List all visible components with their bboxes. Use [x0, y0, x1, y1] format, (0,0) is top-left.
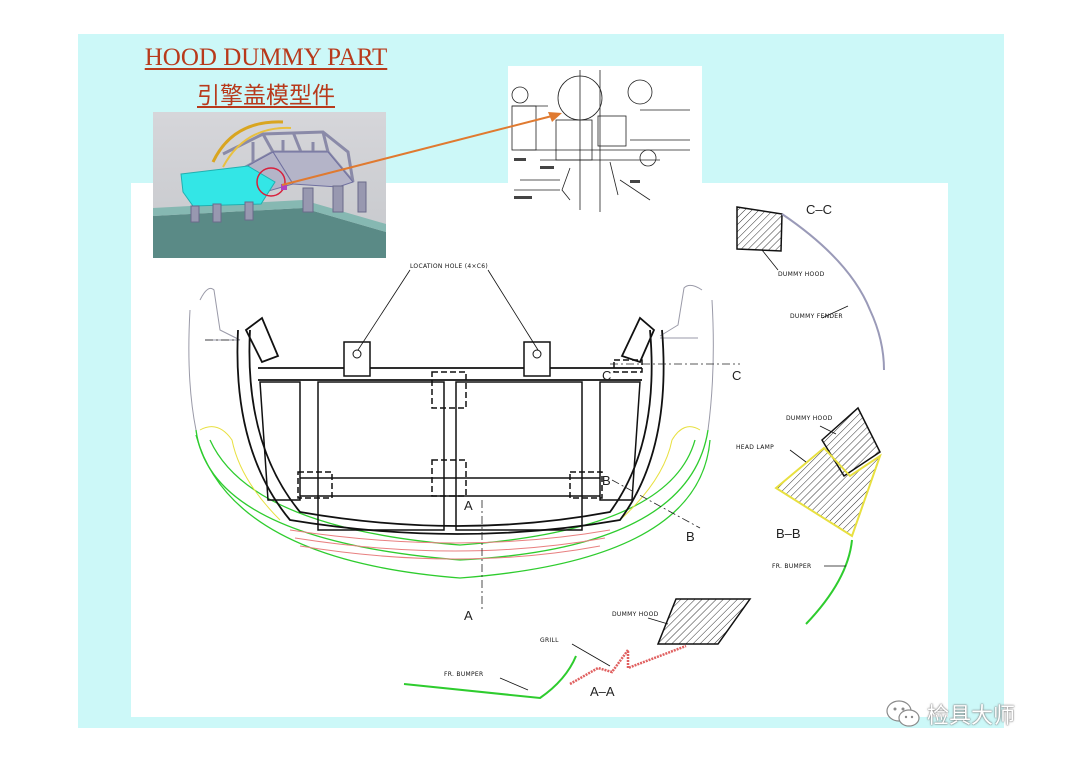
location-hole-label: LOCATION HOLE (4×C6) — [410, 263, 488, 270]
location-blocks — [297, 359, 643, 499]
bb-bumper-line — [805, 539, 853, 625]
section-cut-lines — [205, 339, 740, 612]
aa-bumper-line — [403, 655, 577, 700]
cut-label-a-bottom: A — [464, 608, 473, 623]
location-hole-tabs — [343, 341, 551, 377]
fixture-photo — [153, 112, 386, 258]
cc-dummy-fender-label: DUMMY FENDER — [790, 313, 843, 320]
lamp-outlines — [199, 426, 701, 521]
bb-headlamp-section — [774, 446, 882, 538]
cut-label-a-top: A — [464, 498, 473, 513]
aa-grill-line — [569, 644, 687, 686]
detail-inset-labels — [514, 158, 640, 199]
inner-frame — [259, 381, 641, 531]
aa-hood-section — [656, 598, 752, 645]
aa-fr-bumper-label: FR. BUMPER — [444, 671, 483, 678]
watermark-text: 检具大师 — [927, 704, 1016, 729]
cc-fender-line — [781, 213, 885, 371]
cut-label-b-top: B — [602, 473, 611, 488]
grill-lines — [289, 529, 611, 560]
cc-fender-leader — [821, 305, 849, 319]
frame-panels — [232, 151, 354, 195]
hood-outline — [236, 316, 665, 535]
cc-hood-section — [736, 206, 783, 252]
section-bb-title: B–B — [776, 526, 801, 541]
handle-arc-1 — [211, 120, 284, 163]
bumper-lines — [195, 429, 711, 579]
bb-lamp-leader — [789, 449, 807, 463]
title-chinese: 引擎盖模型件 — [197, 83, 335, 109]
bb-dummy-hood-label: DUMMY HOOD — [786, 415, 833, 422]
cc-hood-leader — [761, 249, 779, 271]
detail-inset-drawing — [511, 70, 690, 212]
detail-inset-background — [508, 66, 702, 216]
fender-outlines — [188, 284, 714, 431]
aa-grill-leader — [571, 643, 611, 667]
fixture-render — [153, 120, 386, 258]
leader-arrow-line — [281, 115, 553, 186]
cut-label-c-left: C — [602, 368, 611, 383]
bb-fr-bumper-label: FR. BUMPER — [772, 563, 811, 570]
section-cc-title: C–C — [806, 202, 832, 217]
bb-hood-leader — [819, 425, 837, 435]
title-english: HOOD DUMMY PART — [144, 44, 388, 71]
cut-label-c-right: C — [732, 368, 741, 383]
base-plate-edge — [153, 200, 386, 232]
aa-dummy-hood-label: DUMMY HOOD — [612, 611, 659, 618]
bb-head-lamp-label: HEAD LAMP — [736, 444, 774, 451]
section-aa-title: A–A — [590, 684, 615, 699]
watermark: 检具大师 — [885, 696, 1015, 732]
wechat-icon — [886, 700, 920, 727]
base-plate — [153, 208, 386, 258]
leader-arrowhead — [548, 112, 562, 122]
hood-dummy — [180, 165, 276, 207]
highlight-circle — [256, 167, 286, 197]
drawing-panel — [131, 183, 948, 717]
cut-label-b-bottom: B — [686, 529, 695, 544]
purple-marker — [281, 184, 287, 190]
support-posts — [190, 181, 367, 223]
aa-grill-label: GRILL — [540, 637, 559, 644]
aa-bumper-leader — [499, 677, 529, 691]
aa-hood-leader — [647, 617, 669, 625]
handle-arc-2 — [222, 126, 292, 168]
location-hole-leaders — [357, 269, 539, 351]
cc-dummy-hood-label: DUMMY HOOD — [778, 271, 825, 278]
